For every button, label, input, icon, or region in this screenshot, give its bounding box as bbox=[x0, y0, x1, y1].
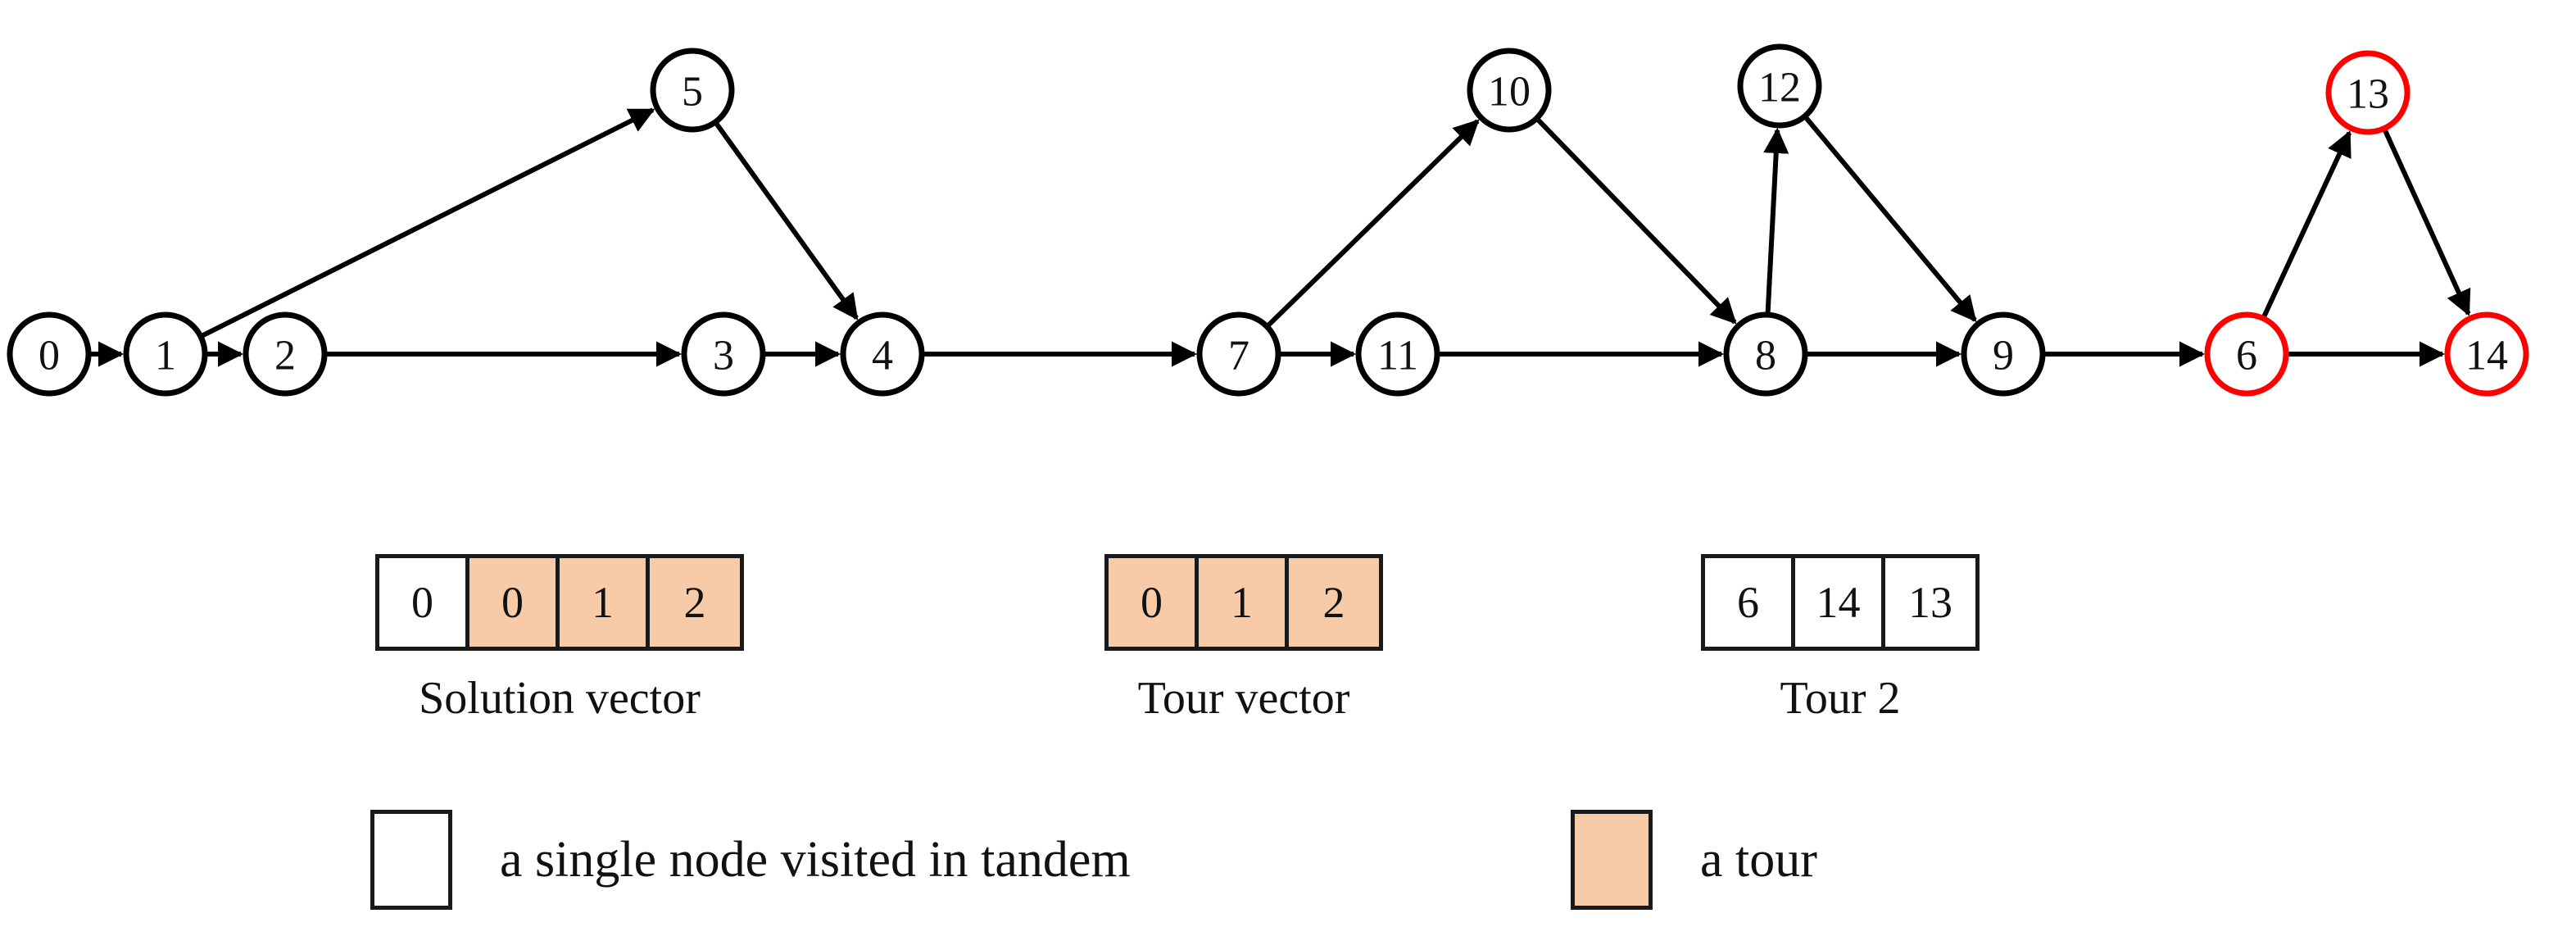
node-circle-7 bbox=[1196, 311, 1281, 397]
node-label-14: 14 bbox=[2465, 333, 2508, 379]
node-label-6: 6 bbox=[2236, 333, 2257, 379]
edge-10-to-8 bbox=[1536, 118, 1737, 325]
tour-vector-caption: Tour vector bbox=[1137, 673, 1350, 724]
node-circle-3 bbox=[681, 311, 766, 397]
node-circle-8 bbox=[1723, 311, 1808, 397]
edge-7-to-10 bbox=[1267, 119, 1480, 327]
node-label-13: 13 bbox=[2347, 71, 2389, 118]
node-circle-11 bbox=[1355, 311, 1440, 397]
graph-node-0[interactable]: 0 bbox=[7, 311, 92, 397]
graph-node-14[interactable]: 14 bbox=[2444, 311, 2529, 397]
node-circle-5 bbox=[650, 48, 735, 133]
graph-node-4[interactable]: 4 bbox=[840, 311, 925, 397]
tour-2-cell-0[interactable]: 6 bbox=[1705, 558, 1795, 647]
edge-1-to-5 bbox=[202, 107, 655, 338]
node-label-11: 11 bbox=[1377, 333, 1418, 379]
tour-vector-cell-1[interactable]: 1 bbox=[1199, 558, 1289, 647]
legend-tour-label: a tour bbox=[1700, 831, 1817, 888]
graph-node-8[interactable]: 8 bbox=[1723, 311, 1808, 397]
solution-vector-cell-2[interactable]: 1 bbox=[560, 558, 650, 647]
solution-vector-cell-3[interactable]: 2 bbox=[650, 558, 740, 647]
tour-2-cell-2[interactable]: 13 bbox=[1885, 558, 1975, 647]
node-circle-6 bbox=[2204, 311, 2289, 397]
graph-node-2[interactable]: 2 bbox=[243, 311, 328, 397]
legend-single-node-label: a single node visited in tandem bbox=[500, 831, 1131, 888]
legend-single-node: a single node visited in tandem bbox=[370, 810, 1131, 910]
graph-node-10[interactable]: 10 bbox=[1467, 48, 1552, 133]
node-circle-9 bbox=[1961, 311, 2046, 397]
legend-tour-swatch bbox=[1571, 810, 1653, 910]
tour-2-caption: Tour 2 bbox=[1780, 673, 1901, 724]
tour-vector-cell-0[interactable]: 0 bbox=[1109, 558, 1199, 647]
node-label-12: 12 bbox=[1758, 65, 1801, 111]
graph-node-11[interactable]: 11 bbox=[1355, 311, 1440, 397]
graph-node-1[interactable]: 1 bbox=[123, 311, 208, 397]
node-label-9: 9 bbox=[1993, 333, 2014, 379]
node-circle-10 bbox=[1467, 48, 1552, 133]
node-label-5: 5 bbox=[682, 69, 703, 116]
graph-node-6[interactable]: 6 bbox=[2204, 311, 2289, 397]
legend-single-node-swatch bbox=[370, 810, 452, 910]
node-label-0: 0 bbox=[39, 333, 60, 379]
solution-vector-cell-1[interactable]: 0 bbox=[469, 558, 560, 647]
legend-tour: a tour bbox=[1571, 810, 1817, 910]
node-label-8: 8 bbox=[1755, 333, 1776, 379]
node-label-4: 4 bbox=[872, 333, 893, 379]
node-circle-12 bbox=[1737, 43, 1822, 129]
graph-node-12[interactable]: 12 bbox=[1737, 43, 1822, 129]
solution-vector-cell-0[interactable]: 0 bbox=[379, 558, 469, 647]
edge-8-to-12 bbox=[1763, 127, 1789, 313]
graph-node-5[interactable]: 5 bbox=[650, 48, 735, 133]
solution-vector-caption: Solution vector bbox=[419, 673, 701, 724]
edge-12-to-9 bbox=[1804, 116, 1977, 322]
node-label-10: 10 bbox=[1488, 69, 1531, 116]
node-circle-13 bbox=[2325, 50, 2410, 135]
node-circle-0 bbox=[7, 311, 92, 397]
tour-vector-cell-2[interactable]: 2 bbox=[1289, 558, 1379, 647]
edge-13-to-14 bbox=[2383, 129, 2471, 316]
node-label-2: 2 bbox=[274, 333, 296, 379]
node-circle-2 bbox=[243, 311, 328, 397]
graph-node-13[interactable]: 13 bbox=[2325, 50, 2410, 135]
node-circle-4 bbox=[840, 311, 925, 397]
tour-2-cell-1[interactable]: 14 bbox=[1795, 558, 1885, 647]
graph-node-9[interactable]: 9 bbox=[1961, 311, 2046, 397]
graph-node-7[interactable]: 7 bbox=[1196, 311, 1281, 397]
node-label-3: 3 bbox=[713, 333, 734, 379]
node-circle-1 bbox=[123, 311, 208, 397]
node-label-1: 1 bbox=[155, 333, 176, 379]
graph-node-3[interactable]: 3 bbox=[681, 311, 766, 397]
node-label-7: 7 bbox=[1228, 333, 1249, 379]
edge-6-to-13 bbox=[2261, 130, 2352, 317]
edge-layer bbox=[91, 107, 2471, 367]
node-circle-14 bbox=[2444, 311, 2529, 397]
edge-5-to-4 bbox=[714, 122, 859, 320]
